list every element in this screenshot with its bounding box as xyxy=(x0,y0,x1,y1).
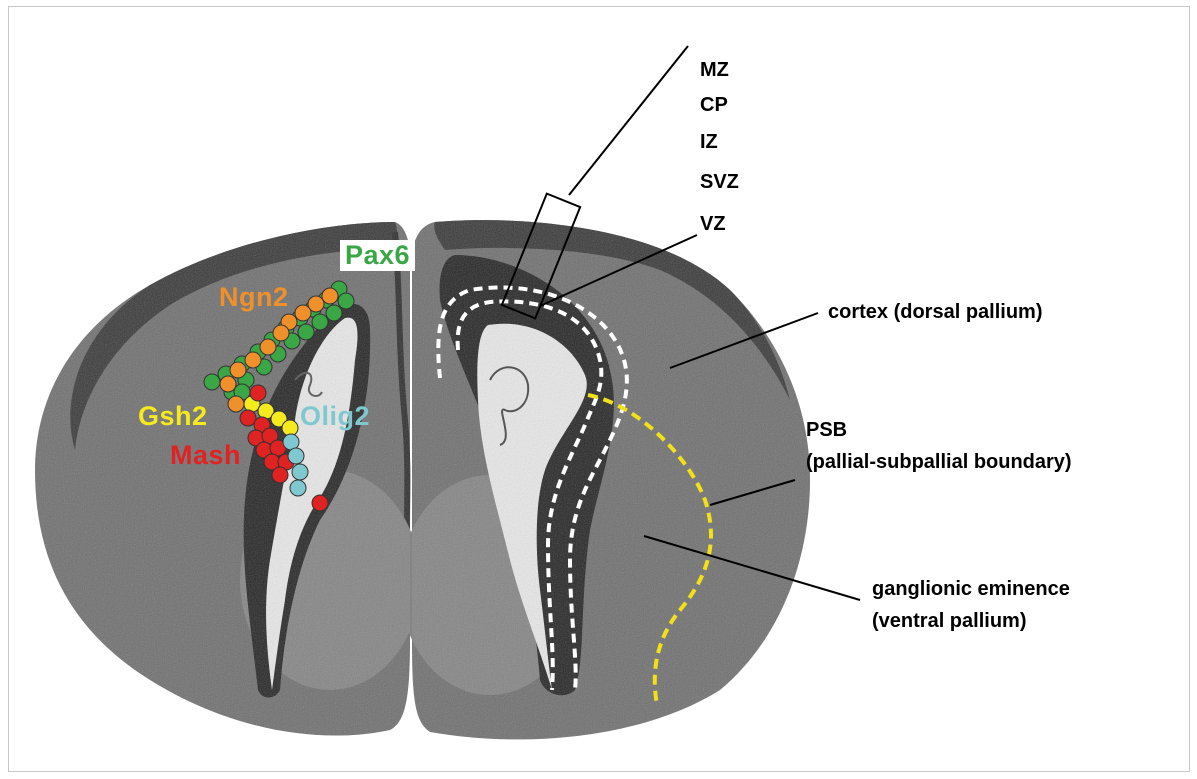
gene-label-pax6: Pax6 xyxy=(340,240,415,271)
layer-label-svz: SVZ xyxy=(700,172,739,192)
gene-label-gsh2: Gsh2 xyxy=(138,403,208,430)
region-label-ventral-pallium: (ventral pallium) xyxy=(872,609,1026,633)
layer-label-mz: MZ xyxy=(700,60,729,80)
gene-label-ngn2: Ngn2 xyxy=(219,284,289,311)
layer-label-iz: IZ xyxy=(700,132,718,152)
region-label-psb: PSB xyxy=(806,418,847,442)
layer-label-cp: CP xyxy=(700,95,728,115)
region-label-psb-full: (pallial-subpallial boundary) xyxy=(806,450,1072,474)
gene-label-olig2: Olig2 xyxy=(300,403,370,430)
region-label-cortex: cortex (dorsal pallium) xyxy=(828,300,1043,324)
layer-label-vz: VZ xyxy=(700,214,726,234)
gene-label-mash: Mash xyxy=(170,442,241,469)
region-label-ganglionic-eminence: ganglionic eminence xyxy=(872,577,1070,601)
brain-tissue xyxy=(35,220,810,739)
